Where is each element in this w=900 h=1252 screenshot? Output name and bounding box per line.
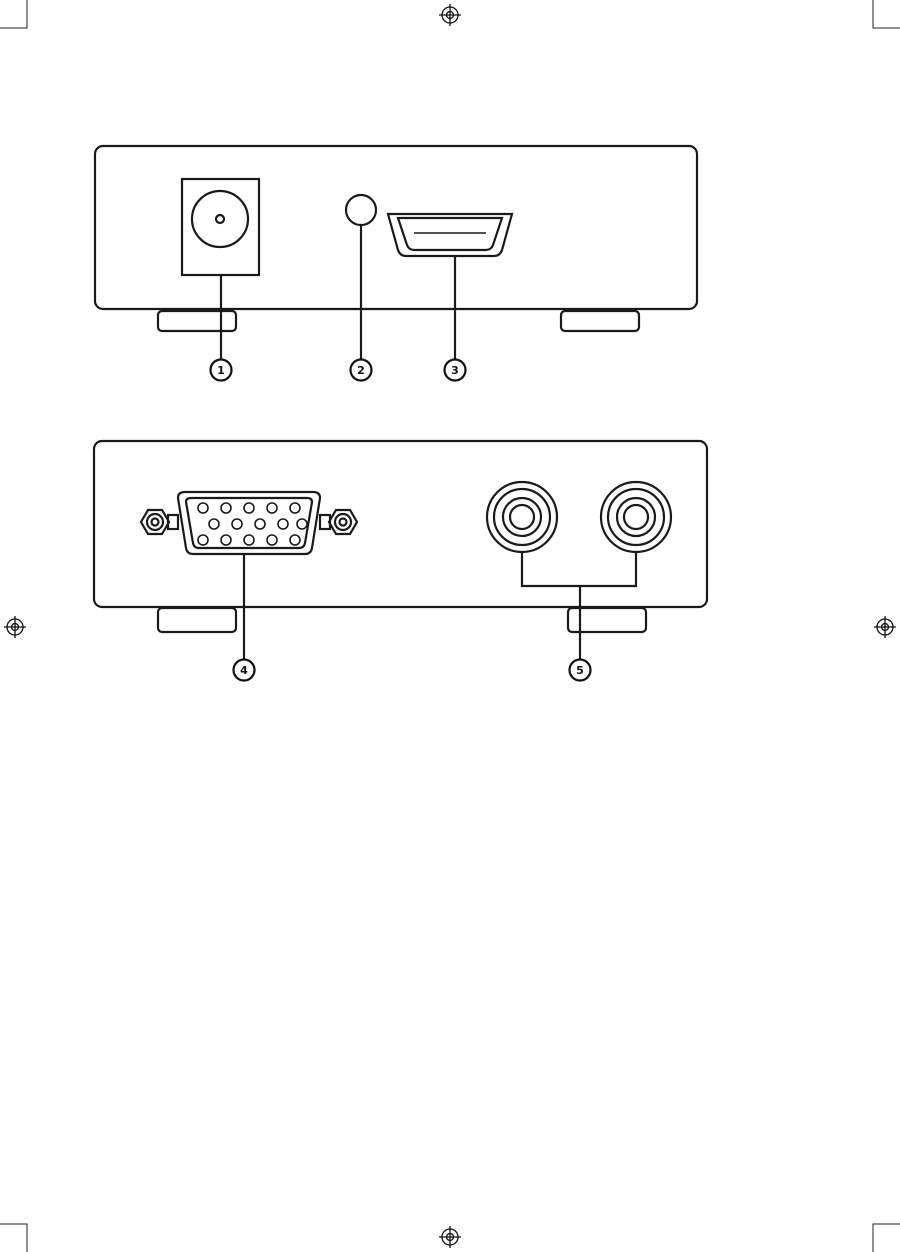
callout-5: 5 [570,660,591,681]
callout-2: 2 [351,360,372,381]
callout-label: 4 [240,664,248,677]
crop-mark-icon [873,1224,900,1252]
callout-label: 5 [576,664,584,677]
callout-label: 3 [451,364,459,377]
callout-label: 2 [357,364,365,377]
top-panel [95,146,697,360]
registration-mark-icon [4,616,26,638]
panel-foot [158,311,236,331]
registration-mark-icon [874,616,896,638]
panel-body [95,146,697,309]
crop-mark-icon [0,1224,27,1252]
callout-label: 1 [217,364,225,377]
panel-body [94,441,707,607]
panel-foot [561,311,639,331]
crop-mark-icon [873,0,900,28]
bottom-panel [94,441,707,659]
panel-foot [158,608,236,632]
registration-mark-icon [439,4,461,26]
callout-3: 3 [445,360,466,381]
registration-mark-icon [439,1226,461,1248]
crop-mark-icon [0,0,27,28]
callout-4: 4 [234,660,255,681]
callout-1: 1 [211,360,232,381]
